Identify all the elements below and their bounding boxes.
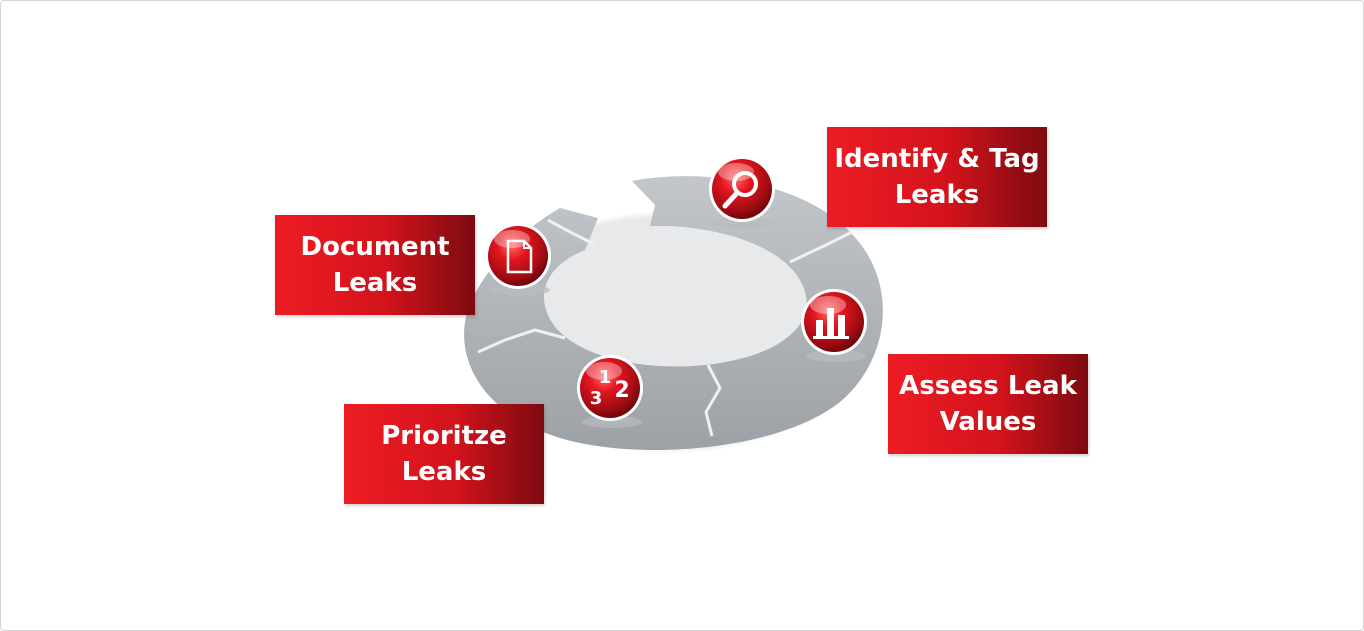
document-icon <box>485 223 551 296</box>
step-text-identify: Identify & Tag Leaks <box>834 144 1040 210</box>
rank-digit-1: 1 <box>599 367 612 388</box>
step-label-prioritize: Prioritze Leaks <box>344 404 544 504</box>
step-label-document: Document Leaks <box>275 215 475 315</box>
ring-separator <box>789 230 853 264</box>
rank-digit-3: 3 <box>590 388 603 409</box>
cycle-ring <box>464 176 883 450</box>
step-label-assess: Assess Leak Values <box>888 354 1088 454</box>
ring-separator <box>547 218 595 246</box>
ring-separator <box>704 364 722 437</box>
ring-separator <box>477 328 566 354</box>
step-text-assess: Assess Leak Values <box>899 371 1077 437</box>
step-label-identify: Identify & Tag Leaks <box>827 127 1047 227</box>
bar-chart-icon <box>801 289 867 362</box>
step-text-prioritize: Prioritze Leaks <box>381 421 507 487</box>
step-text-document: Document Leaks <box>300 232 450 298</box>
rank-digit-2: 2 <box>614 378 629 403</box>
ranking-numbers-icon: 1 3 2 <box>577 355 643 428</box>
magnifier-icon <box>709 156 775 228</box>
